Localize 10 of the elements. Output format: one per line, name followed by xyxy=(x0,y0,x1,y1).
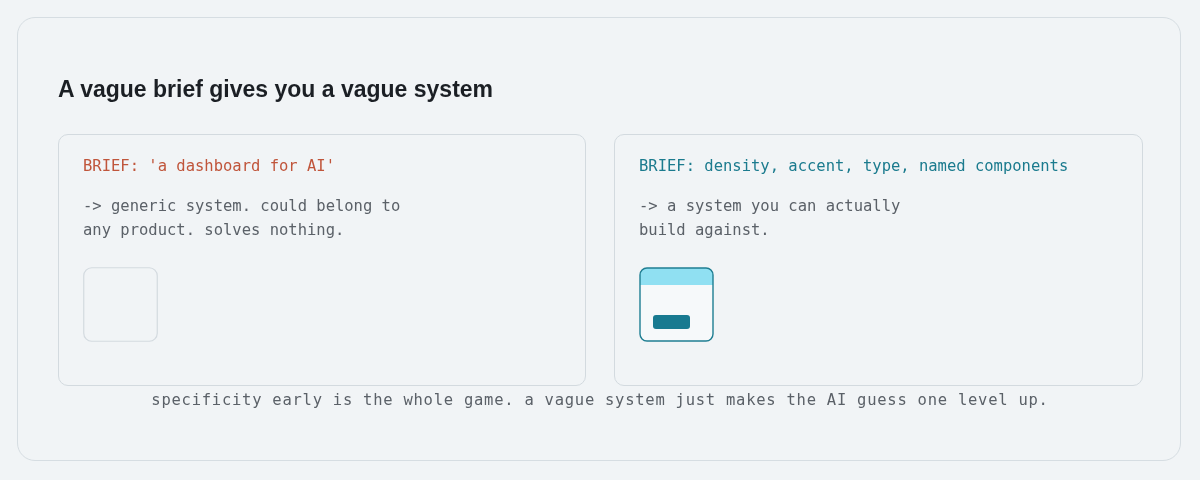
result-text: -> a system you can actually build against. xyxy=(639,196,902,241)
brief-card xyxy=(58,134,586,386)
brief-card xyxy=(614,134,1143,386)
caption-text: specificity early is the whole game. a vague system just makes the AI guess one level up. xyxy=(151,391,1049,409)
result-text: -> generic system. could belong to any product. solves nothing. xyxy=(83,196,402,241)
brief-heading: BRIEF: 'a dashboard for AI' xyxy=(83,156,335,176)
app-window-icon xyxy=(639,267,714,342)
brief-heading: BRIEF: density, accent, type, named components xyxy=(639,156,1069,176)
title-heading: A vague brief gives you a vague system xyxy=(58,75,494,104)
blank-tile-icon xyxy=(83,267,158,342)
